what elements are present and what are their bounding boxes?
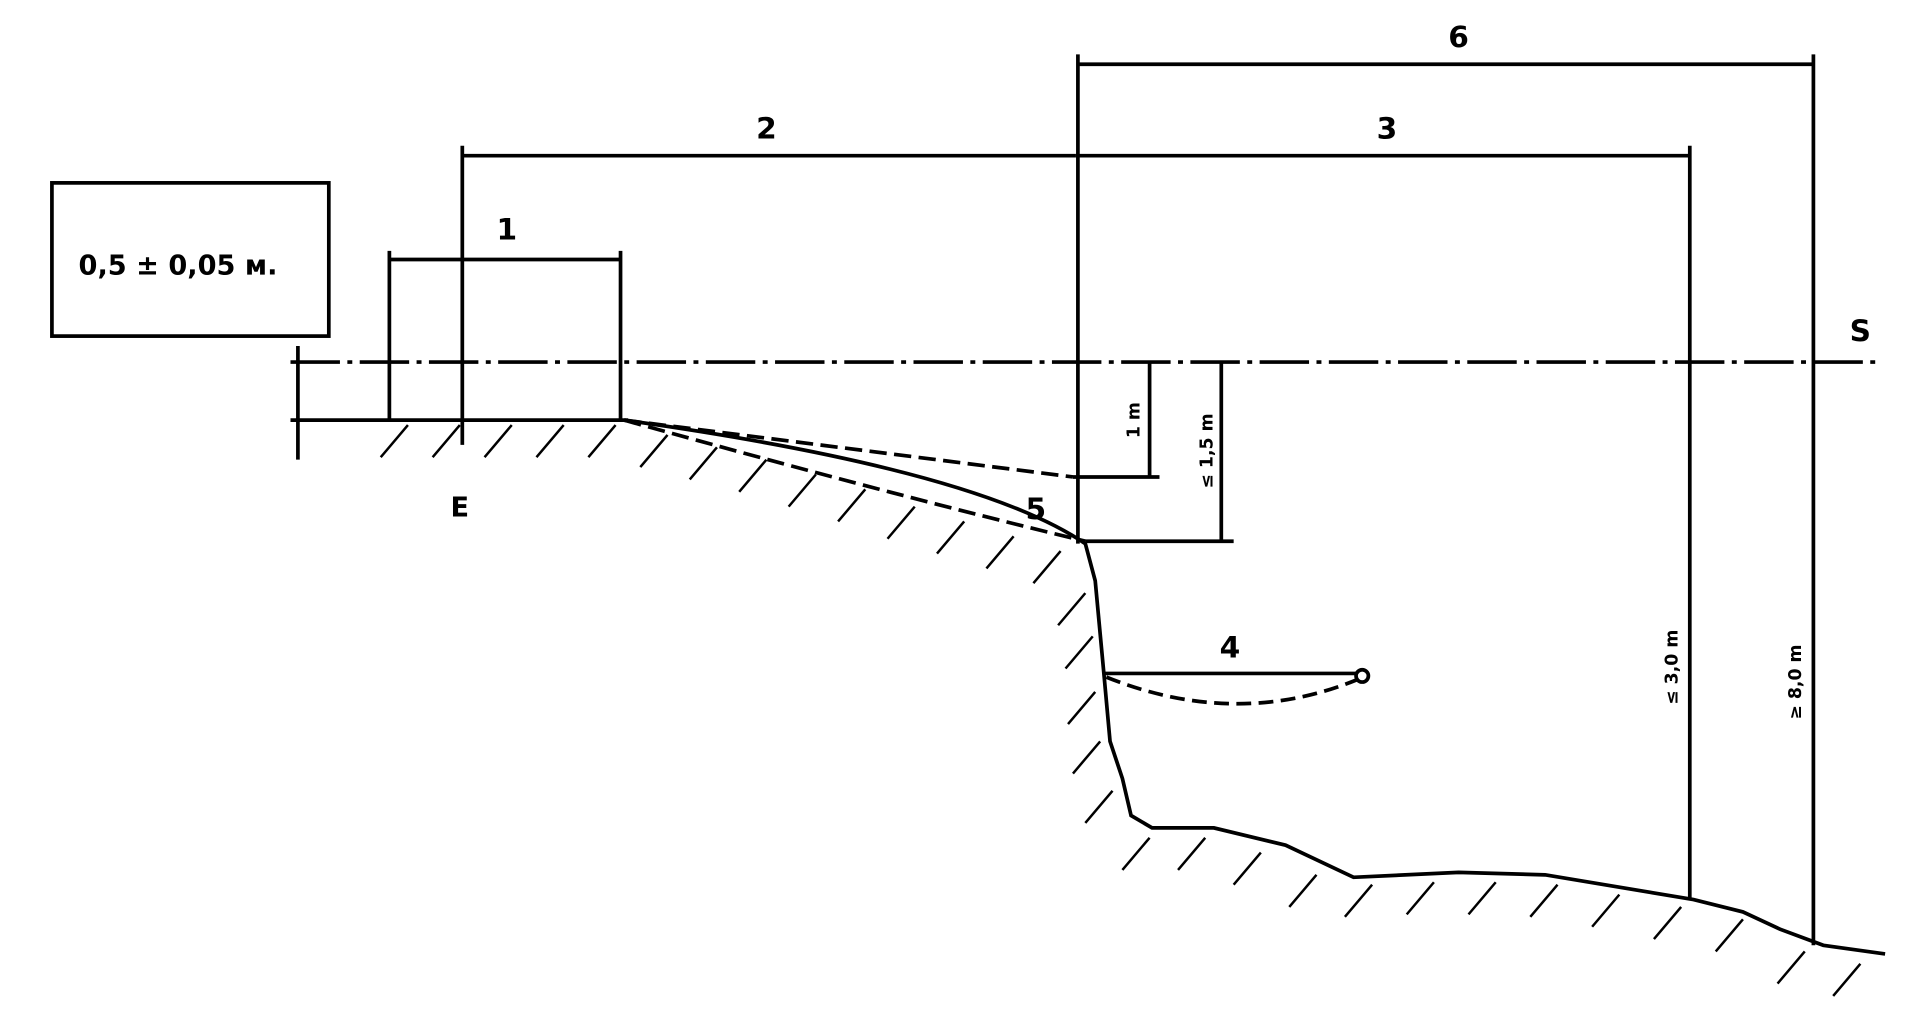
hatch-mark xyxy=(431,424,461,458)
surface-label: S xyxy=(1850,313,1871,348)
hatch-mark xyxy=(1652,906,1683,940)
hatch-mark xyxy=(1032,550,1062,585)
dim-8-0m: ≥ 8,0 m xyxy=(1786,644,1806,719)
dim-3-label: 3 xyxy=(1377,110,1398,145)
hatch-mark xyxy=(1343,883,1374,918)
hatch-mark xyxy=(1177,836,1207,871)
dim-4-label: 4 xyxy=(1220,629,1241,664)
ground-hatching xyxy=(379,424,1862,997)
tolerance-box xyxy=(50,181,331,338)
hatch-mark xyxy=(1067,691,1097,725)
hatch-mark xyxy=(639,434,669,468)
tolerance-text: 0,5 ± 0,05 м. xyxy=(79,250,278,281)
hatch-mark xyxy=(837,488,867,523)
hatch-mark xyxy=(1776,950,1806,985)
dim-1m: 1 m xyxy=(1125,402,1145,438)
hatch-mark xyxy=(379,424,409,458)
hatch-mark xyxy=(886,505,916,540)
dim-6-label: 6 xyxy=(1448,19,1469,54)
hatch-mark xyxy=(1072,740,1102,775)
hatch-mark xyxy=(738,458,768,493)
hatch-mark xyxy=(1529,883,1559,918)
hatch-mark xyxy=(1714,918,1744,953)
hatch-mark xyxy=(587,424,617,458)
hatch-mark xyxy=(1405,881,1435,916)
hatch-mark xyxy=(985,535,1015,570)
dim-3-0m: ≤ 3,0 m xyxy=(1662,630,1682,705)
hatch-mark xyxy=(1064,635,1094,670)
hatch-mark xyxy=(936,520,966,555)
dim-1-5m: ≤ 1,5 m xyxy=(1198,413,1218,488)
hatch-mark xyxy=(1467,881,1497,916)
edge-label: E xyxy=(451,493,470,524)
hatch-mark xyxy=(535,424,565,458)
hatch-mark xyxy=(787,473,817,508)
hatch-mark xyxy=(483,424,513,458)
dim-1-label: 1 xyxy=(496,212,517,247)
hatch-mark xyxy=(1084,790,1114,824)
dim-2-label: 2 xyxy=(756,110,777,145)
hatch-mark xyxy=(1057,592,1087,627)
anchor-point xyxy=(1354,667,1371,684)
hatch-mark xyxy=(1832,963,1862,997)
hatch-mark xyxy=(688,446,718,481)
cliff-profile xyxy=(623,418,1886,956)
hatch-mark xyxy=(1121,836,1151,871)
hatch-mark xyxy=(1232,851,1262,886)
hatch-mark xyxy=(1288,874,1318,908)
hatch-mark xyxy=(1591,893,1621,928)
